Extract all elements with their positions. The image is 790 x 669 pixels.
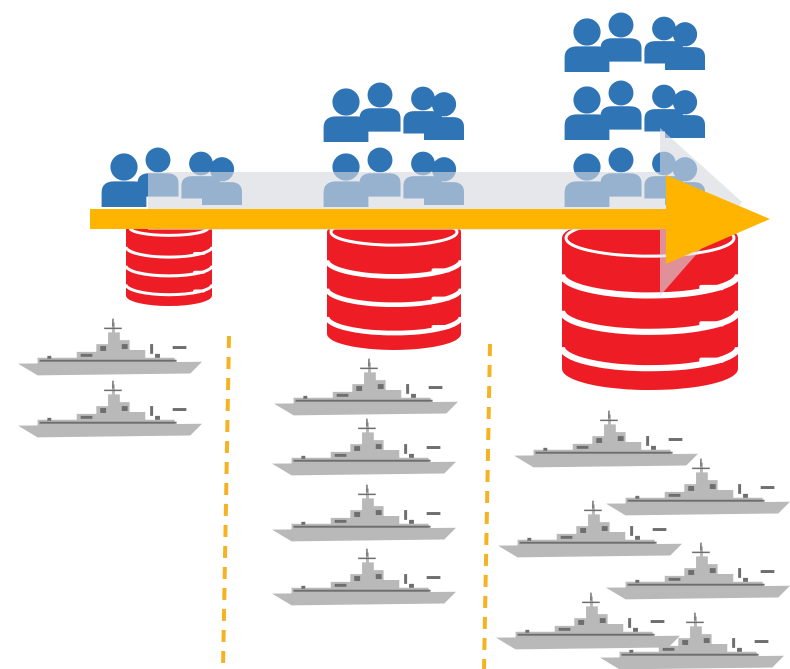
people-group-icon (323, 82, 464, 142)
warship-icon (274, 358, 459, 417)
database-cylinder-icon (324, 215, 464, 350)
people-group-icon (564, 80, 705, 140)
warship-icon (606, 458, 790, 517)
warship-icon (514, 410, 699, 469)
database-cylinder-icon (124, 217, 214, 306)
people-group-icon (564, 12, 705, 72)
warship-icon (496, 592, 681, 651)
growth-arrow-icon (90, 175, 770, 264)
warship-icon (18, 318, 203, 377)
warship-icon (272, 418, 457, 477)
stage-divider (221, 335, 231, 669)
divider-layer (221, 335, 492, 669)
warship-icon (272, 548, 457, 607)
growth-arrow-layer (90, 128, 770, 296)
database-layer (124, 215, 742, 391)
stage-divider (482, 343, 492, 669)
warship-icon (18, 380, 203, 439)
warship-icon (272, 484, 457, 543)
